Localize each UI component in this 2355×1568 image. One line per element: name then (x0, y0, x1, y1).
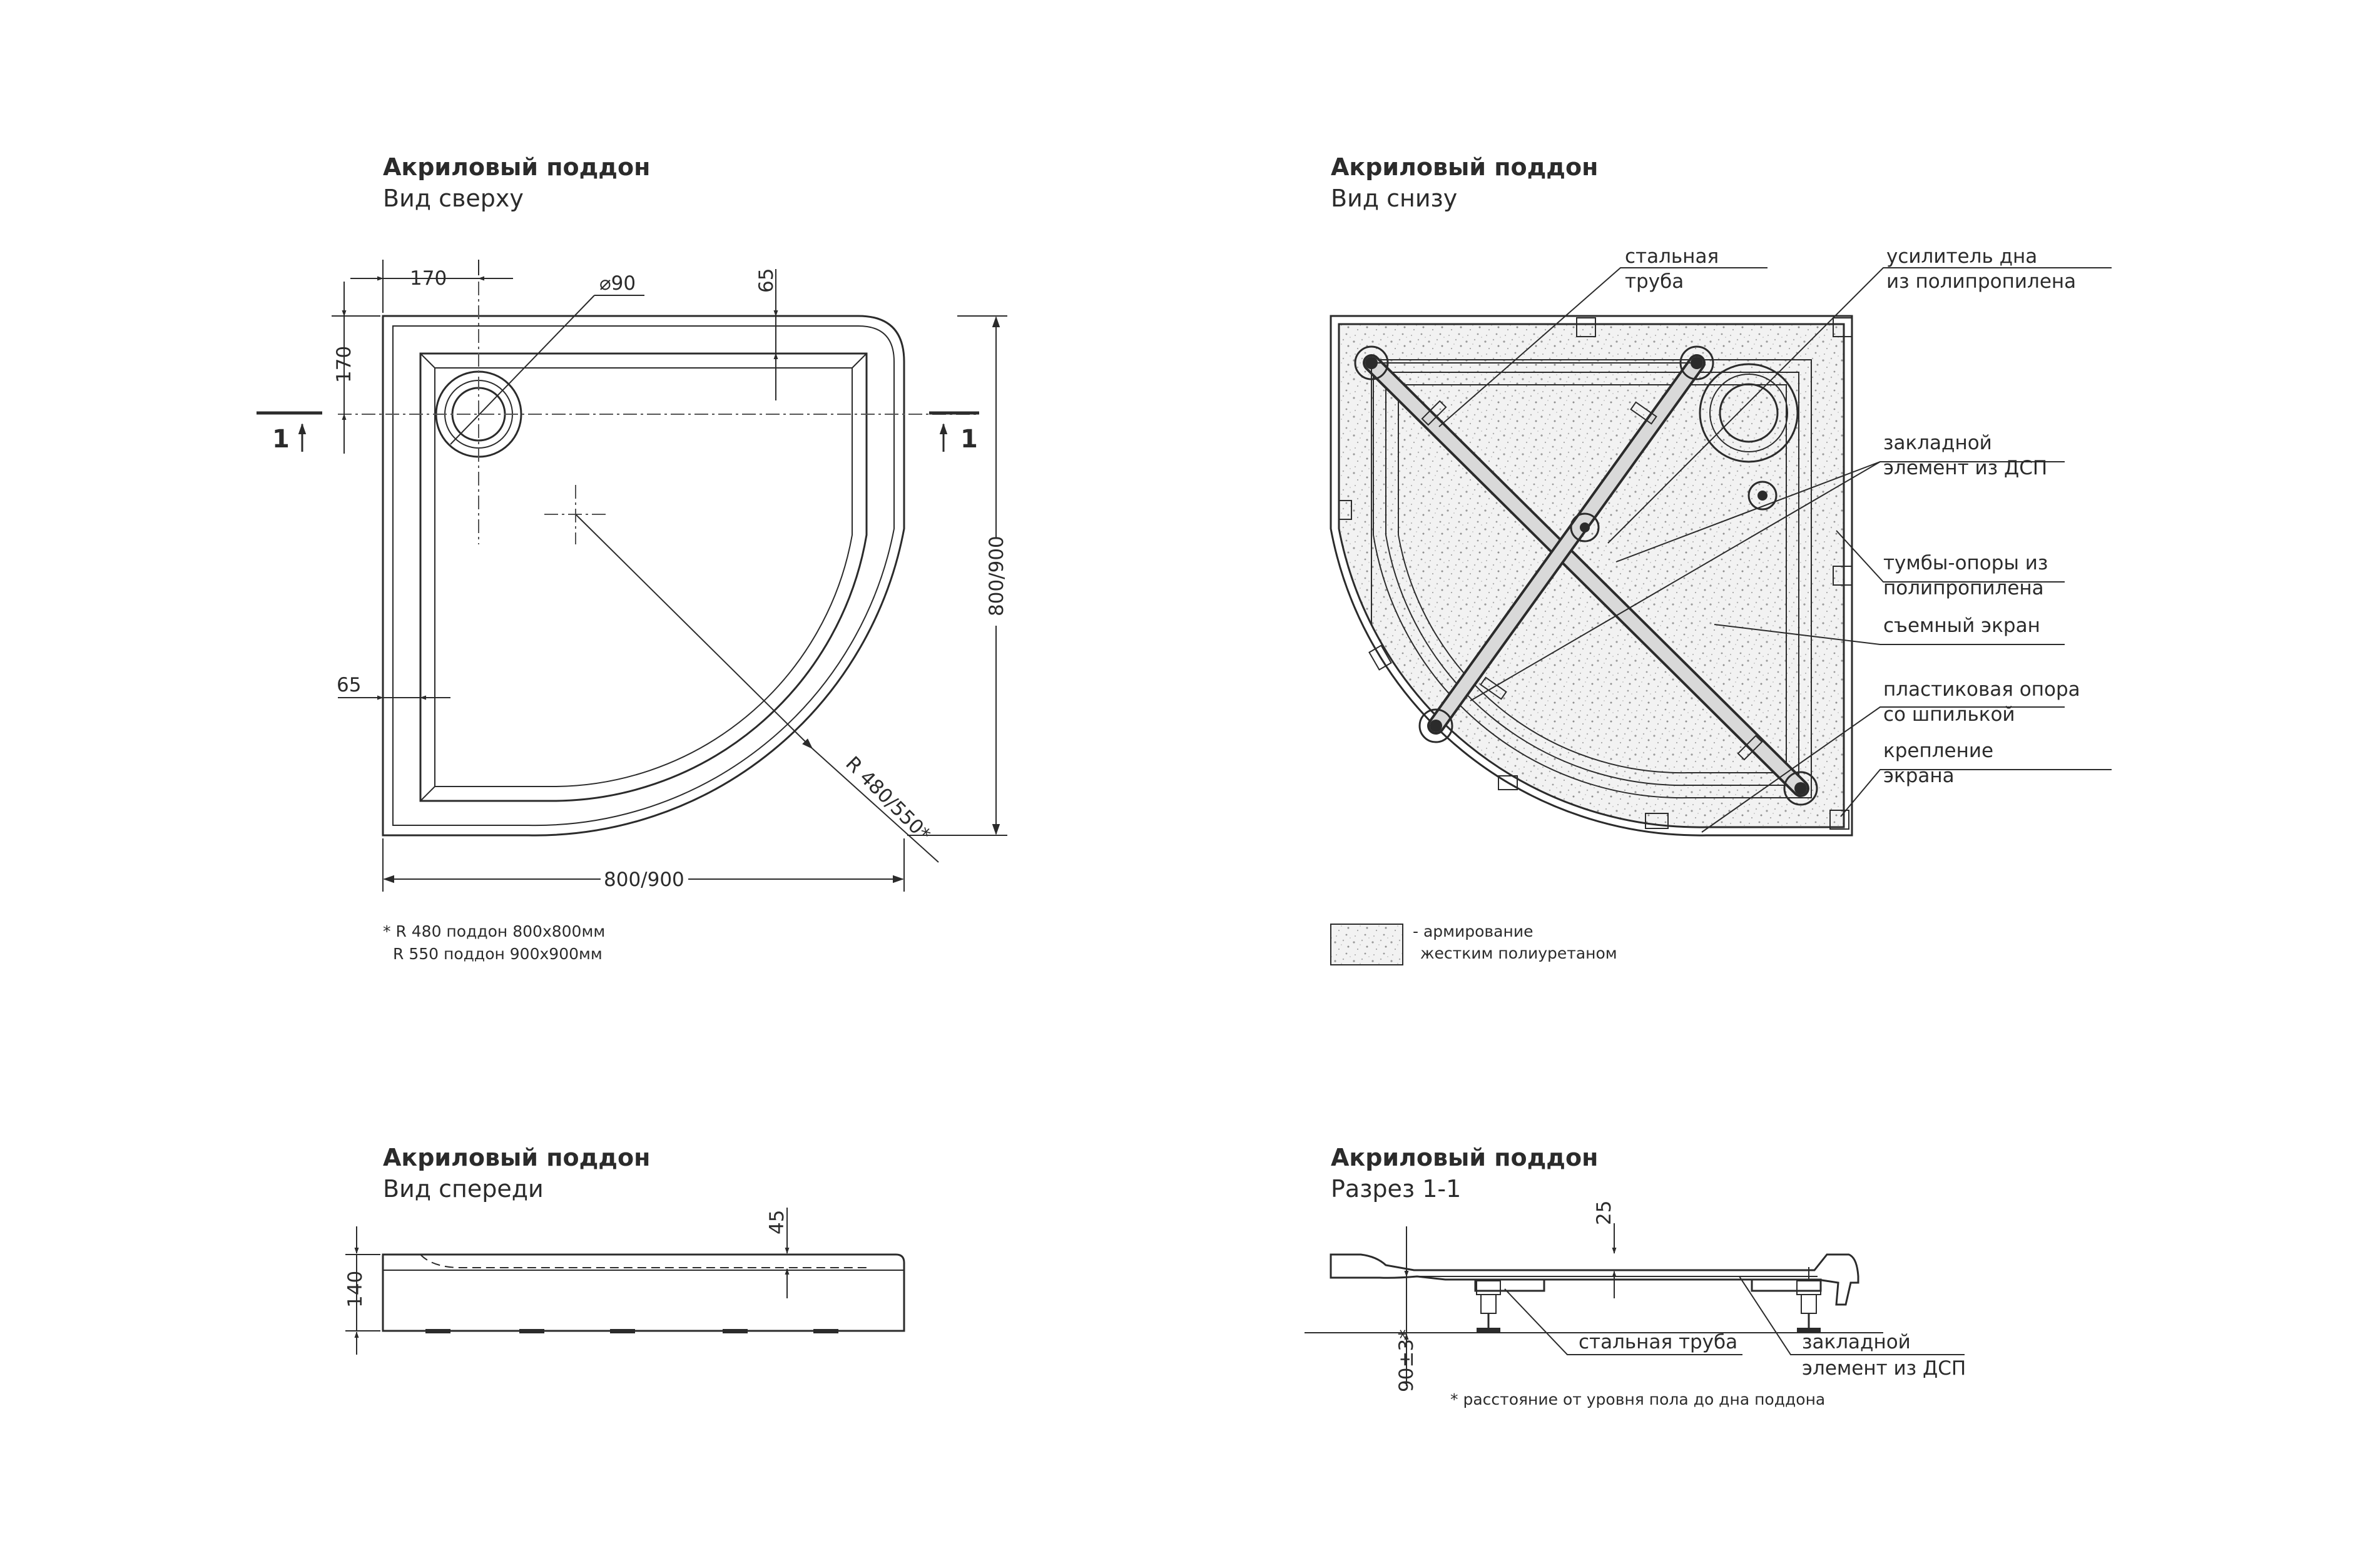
dim-45-text: 45 (766, 1210, 788, 1235)
dim-25-text: 25 (1593, 1201, 1615, 1225)
dimension-diameter: ⌀90 (450, 272, 644, 445)
tray-section-profile (1330, 1253, 1859, 1306)
dim-170-h-text: 170 (410, 267, 447, 290)
top-view-note-line2: R 550 поддон 900х900мм (393, 945, 603, 963)
dimension-65-left: 65 (337, 674, 450, 700)
legend-swatch (1331, 924, 1403, 965)
label-embedded-1: закладной (1883, 432, 1992, 454)
front-view-title: Акриловый поддон (383, 1144, 650, 1171)
label-steel-pipe-1: стальная (1625, 245, 1719, 268)
section-view-subtitle: Разрез 1-1 (1331, 1175, 1461, 1203)
bottom-view: Акриловый поддон Вид снизу (1330, 153, 2112, 965)
section-steel-pipe (1474, 1278, 1822, 1292)
bottom-view-title: Акриловый поддон (1331, 153, 1598, 181)
label-screen: съемный экран (1883, 614, 2040, 637)
dim-height-text: 800/900 (985, 536, 1008, 616)
section-view: Акриловый поддон Разрез 1-1 25 (1305, 1144, 1966, 1408)
label-mount-1: крепление (1883, 740, 1993, 762)
front-view-subtitle: Вид спереди (383, 1175, 544, 1203)
plastic-supports (1354, 345, 1818, 806)
bottom-view-subtitle: Вид снизу (1331, 185, 1457, 212)
top-view-subtitle: Вид сверху (383, 185, 524, 212)
label-section-pipe: стальная труба (1579, 1331, 1737, 1353)
section-mark-left-number: 1 (272, 425, 290, 454)
legend-text-1: - армирование (1413, 922, 1533, 940)
screen-mounts (1338, 317, 1853, 830)
tray-top-outline (382, 315, 905, 837)
pipe-clamps (1421, 400, 1763, 761)
dimension-radius: R 480/550* (575, 514, 939, 863)
section-view-title: Акриловый поддон (1331, 1144, 1598, 1171)
label-steel-pipe-2: труба (1625, 270, 1684, 293)
dim-90-text: 90±3* (1395, 1329, 1418, 1392)
label-pedestal-1: тумбы-опоры из (1883, 552, 2048, 574)
tray-front-outline (382, 1253, 905, 1333)
dim-170-v-text: 170 (333, 346, 355, 383)
label-plastic-1: пластиковая опора (1883, 678, 2080, 701)
dim-diameter-text: ⌀90 (599, 272, 636, 295)
dimension-140: 140 (344, 1226, 380, 1355)
label-plastic-2: со шпилькой (1883, 703, 2015, 726)
steel-pipes (1363, 354, 1809, 797)
top-view: Акриловый поддон Вид сверху 1 (257, 153, 1008, 963)
label-pedestal-2: полипропилена (1883, 577, 2044, 599)
dim-radius-text: R 480/550* (841, 752, 935, 846)
dim-65-left-text: 65 (337, 674, 361, 696)
label-reinforcer-2: из полипропилена (1886, 270, 2076, 293)
legend: - армирование жестким полиуретаном (1330, 922, 1617, 965)
dim-140-text: 140 (344, 1271, 367, 1308)
section-mark-right-number: 1 (960, 425, 978, 454)
label-section-embedded-1: закладной (1802, 1331, 1911, 1353)
label-section-embedded-2: элемент из ДСП (1802, 1357, 1966, 1380)
label-reinforcer-1: усилитель дна (1886, 245, 2037, 268)
dimension-45: 45 (766, 1208, 790, 1298)
label-embedded-2: элемент из ДСП (1883, 457, 2047, 479)
top-view-note-line1: * R 480 поддон 800х800мм (383, 922, 605, 940)
top-view-title: Акриловый поддон (383, 153, 650, 181)
dimension-170-vertical: 170 (332, 282, 380, 454)
label-mount-2: экрана (1883, 765, 1955, 787)
dimension-width: 800/900 (382, 838, 905, 892)
dimension-25: 25 (1593, 1201, 1617, 1298)
bottom-view-labels: стальная труба усилитель дна из полипроп… (1625, 245, 2080, 787)
bottom-view-leaders (1438, 267, 2112, 833)
section-footnote: * расстояние от уровня пола до дна поддо… (1450, 1390, 1825, 1408)
section-supports (1476, 1267, 1821, 1333)
dimension-90: 90±3* (1395, 1226, 1418, 1392)
legend-text-2: жестким полиуретаном (1420, 944, 1617, 962)
dim-65-top-text: 65 (755, 268, 778, 293)
dimension-height: 800/900 (907, 315, 1008, 836)
front-view: Акриловый поддон Вид спереди 45 140 (344, 1144, 905, 1355)
section-mark-right: 1 (929, 411, 979, 454)
top-view-centerlines (338, 282, 976, 544)
dim-width-text: 800/900 (604, 868, 684, 891)
section-mark-left: 1 (257, 411, 322, 454)
bottom-view-drain (1699, 363, 1799, 463)
dimension-65-top: 65 (755, 268, 778, 400)
dimension-170-horizontal: 170 (350, 260, 513, 313)
section-leaders (1504, 1276, 1965, 1355)
